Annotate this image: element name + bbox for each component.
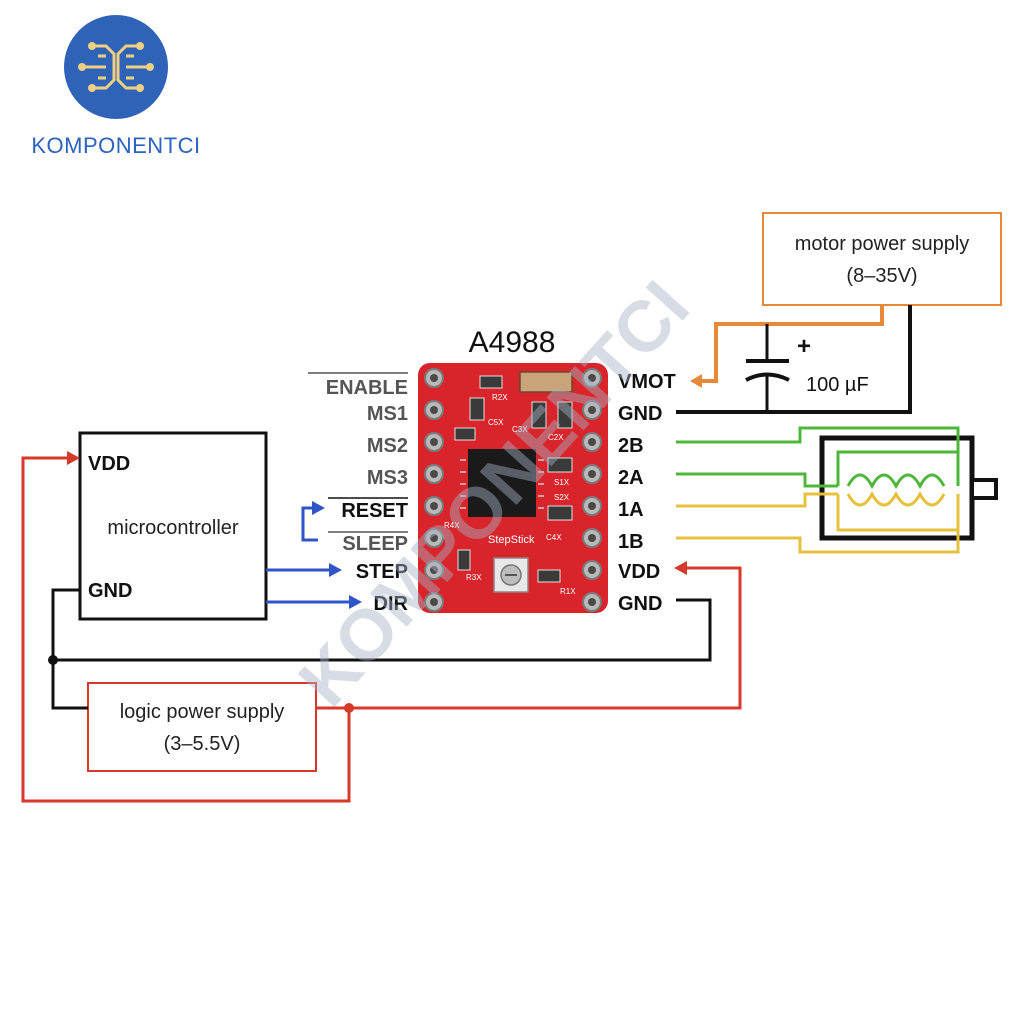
vdd-mcu-arrowhead-icon	[67, 451, 80, 465]
mcu-gnd-label: GND	[88, 580, 132, 602]
silk-s1x: S1X	[554, 478, 570, 487]
gnd-junction-icon	[48, 655, 58, 665]
driver-title: A4988	[469, 326, 556, 359]
pin-1a: 1A	[618, 499, 644, 521]
microcontroller: VDD microcontroller GND	[78, 431, 268, 621]
mcu-vdd-label: VDD	[88, 453, 130, 475]
pin-step: STEP	[356, 561, 408, 583]
capacitor: + 100 µF	[745, 324, 869, 412]
logic-supply-voltage: (3–5.5V)	[164, 733, 241, 755]
pin-enable: ENABLE	[326, 377, 408, 399]
capacitor-polarity: +	[797, 333, 811, 360]
silk-r1x: R1X	[560, 587, 576, 596]
vmot-arrowhead-icon	[690, 374, 702, 388]
driver-chip-icon	[468, 449, 536, 517]
silk-r4x: R4X	[444, 521, 460, 530]
pin-vdd: VDD	[618, 561, 660, 583]
motor-supply-voltage: (8–35V)	[846, 265, 917, 287]
gnd-network-wire	[51, 588, 712, 710]
capacitor-value: 100 µF	[806, 374, 869, 396]
silk-c5x: C5X	[488, 418, 504, 427]
reset-arrowhead-icon	[312, 501, 325, 515]
pin-1b: 1B	[618, 531, 644, 553]
silk-s2x: S2X	[554, 493, 570, 502]
board-silkscreen-stepstick: StepStick	[488, 534, 535, 546]
pin-gnd-motor: GND	[618, 403, 662, 425]
motor-supply-label: motor power supply	[795, 233, 970, 255]
wire-2b	[676, 426, 960, 452]
pin-ms3: MS3	[367, 467, 408, 489]
dir-arrowhead-icon	[349, 595, 362, 609]
vdd-network-wire	[21, 456, 742, 803]
pin-vmot: VMOT	[618, 371, 676, 393]
reset-sleep-jumper	[301, 506, 318, 542]
stepper-motor	[819, 435, 998, 541]
motor-gnd-wire	[676, 305, 912, 414]
silk-c4x: C4X	[546, 533, 562, 542]
vdd-driver-arrowhead-icon	[674, 561, 687, 575]
logic-power-supply: logic power supply (3–5.5V)	[87, 682, 317, 772]
a4988-board: StepStick R2X C5X C3X C2X S1X S2X C4X R1…	[418, 363, 608, 613]
left-pin-labels: ENABLE MS1 MS2 MS3 RESET SLEEP STEP DIR	[308, 372, 409, 615]
pin-2b: 2B	[618, 435, 644, 457]
silk-c3x: C3X	[512, 425, 528, 434]
mcu-label: microcontroller	[107, 517, 238, 539]
silk-r2x: R2X	[492, 393, 508, 402]
coil-b-icon	[846, 490, 946, 507]
wire-1a	[676, 492, 838, 508]
board-capacitor-icon	[519, 371, 573, 393]
brand-name: KOMPONENTCI	[31, 133, 200, 158]
vmot-wire	[694, 305, 884, 383]
logo-circle-icon	[64, 15, 168, 119]
pin-ms1: MS1	[367, 403, 408, 425]
wire-2a	[676, 472, 838, 488]
pin-gnd-logic: GND	[618, 593, 662, 615]
right-pin-labels: VMOT GND 2B 2A 1A 1B VDD GND	[618, 371, 676, 615]
silk-r3x: R3X	[466, 573, 482, 582]
logic-supply-label: logic power supply	[120, 701, 285, 723]
silk-c2x: C2X	[548, 433, 564, 442]
vdd-junction-icon	[344, 703, 354, 713]
pin-reset: RESET	[341, 500, 408, 522]
wire-1b	[676, 530, 960, 554]
coil-a-icon	[846, 473, 946, 490]
board-pin-holes	[424, 368, 602, 612]
pin-2a: 2A	[618, 467, 644, 489]
pin-sleep: SLEEP	[342, 533, 408, 555]
pin-dir: DIR	[374, 593, 409, 615]
pin-ms2: MS2	[367, 435, 408, 457]
step-arrowhead-icon	[329, 563, 342, 577]
brand-logo: KOMPONENTCI	[31, 15, 200, 158]
motor-power-supply: motor power supply (8–35V)	[762, 212, 1002, 306]
